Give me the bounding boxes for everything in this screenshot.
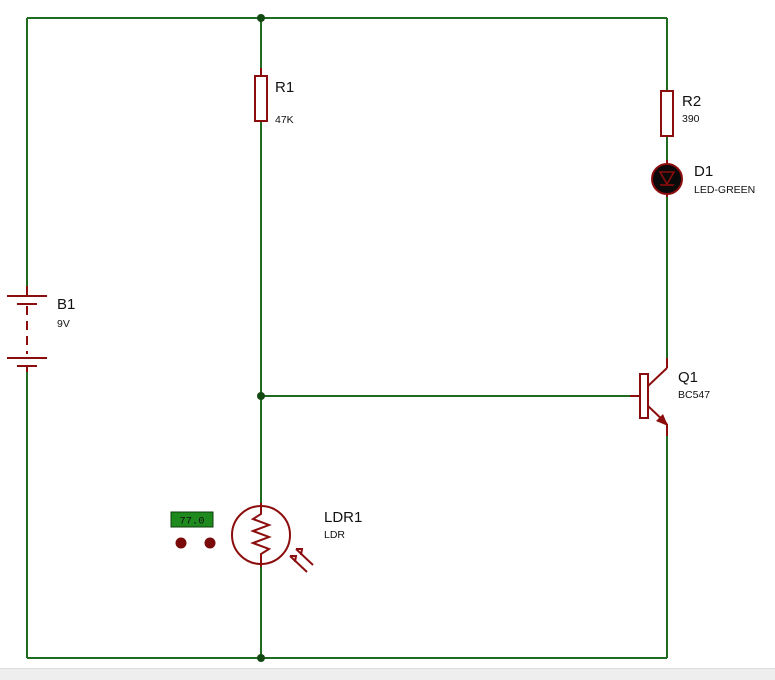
r2-value-label: 390	[682, 113, 700, 125]
light-meter-reading: 77.0	[179, 516, 204, 528]
r1-ref-label: R1	[275, 79, 294, 96]
resistor-r1[interactable]: R1 47K	[254, 68, 294, 126]
led-d1[interactable]: D1 LED-GREEN	[651, 160, 755, 197]
junction-bottom	[257, 654, 265, 662]
light-decrease-button[interactable]	[175, 537, 187, 549]
r1-value-label: 47K	[275, 114, 294, 126]
npn-transistor-icon	[630, 358, 668, 436]
footer-strip	[0, 668, 775, 680]
wires	[26, 17, 668, 659]
r2-ref-label: R2	[682, 93, 701, 110]
b1-value-label: 9V	[57, 318, 70, 330]
junction-base	[257, 392, 265, 400]
light-increase-button[interactable]	[204, 537, 216, 549]
ldr-icon	[231, 503, 314, 573]
b1-ref-label: B1	[57, 296, 75, 313]
light-meter-icon	[170, 511, 214, 528]
led-icon	[651, 160, 683, 197]
transistor-q1[interactable]: Q1 BC547	[630, 358, 710, 436]
ldr1-value-label: LDR	[324, 529, 345, 541]
d1-value-label: LED-GREEN	[694, 184, 755, 196]
q1-value-label: BC547	[678, 389, 710, 401]
ldr1-ref-label: LDR1	[324, 509, 362, 526]
q1-ref-label: Q1	[678, 369, 698, 386]
battery-icon	[7, 286, 47, 372]
junction-top	[257, 14, 265, 22]
ldr-ldr1[interactable]: LDR1 LDR	[231, 503, 362, 573]
resistor-icon	[254, 75, 268, 122]
resistor-r2[interactable]: R2 390	[660, 90, 701, 137]
d1-ref-label: D1	[694, 163, 713, 180]
battery-b1[interactable]: B1 9V	[7, 286, 75, 372]
light-meter[interactable]: 77.0	[170, 511, 216, 549]
resistor-icon	[660, 90, 674, 137]
junctions	[257, 14, 265, 662]
